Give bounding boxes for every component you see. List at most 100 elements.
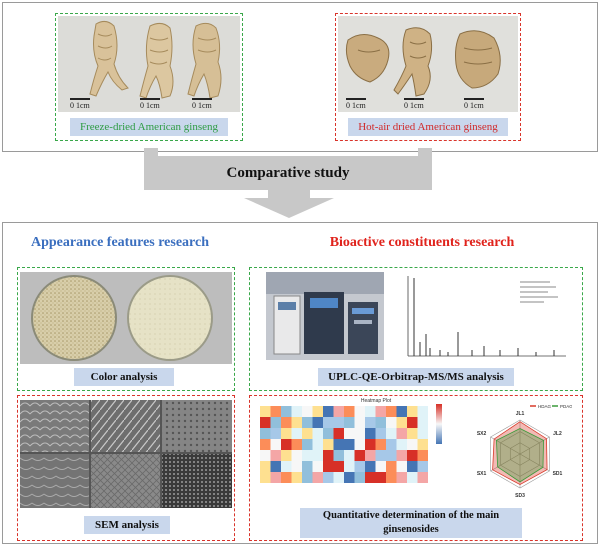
heatmap-cell	[386, 450, 397, 461]
heatmap-cell	[396, 450, 407, 461]
heatmap-cell	[323, 439, 334, 450]
heatmap-cell	[354, 472, 365, 483]
radar-series-hdag	[492, 421, 548, 486]
heatmap-cell	[354, 428, 365, 439]
sem-analysis-box: SEM analysis	[17, 395, 235, 541]
heatmap-cell	[291, 461, 302, 472]
scale-bar-3	[192, 98, 212, 100]
top-panel: 0 1cm 0 1cm 0 1cm Freeze-dried American …	[2, 2, 598, 152]
heatmap-cell	[312, 450, 323, 461]
color-analysis-box: Color analysis	[17, 267, 235, 391]
quantitative-label: Quantitative determination of the main g…	[300, 508, 522, 538]
heatmap-cell	[323, 428, 334, 439]
heatmap-cell	[344, 450, 355, 461]
radar-spoke	[490, 436, 521, 455]
heatmap-cell	[417, 428, 428, 439]
heatmap-cell	[417, 439, 428, 450]
radar-legend-label: PDAG	[560, 404, 572, 409]
heatmap-cell	[375, 406, 386, 417]
heatmap-cell	[270, 428, 281, 439]
heatmap-cell	[281, 450, 292, 461]
heatmap-cell	[344, 461, 355, 472]
heatmap-cell	[302, 417, 313, 428]
appearance-heading: Appearance features research	[30, 235, 210, 250]
heatmap-cell	[344, 406, 355, 417]
heatmap-cell	[375, 472, 386, 483]
heatmap-cell	[407, 417, 418, 428]
heatmap-title: Heatmap Plot	[360, 398, 392, 404]
hot-air-dried-label: Hot-air dried American ginseng	[348, 118, 508, 136]
heatmap-cell	[312, 406, 323, 417]
heatmap-cell	[291, 472, 302, 483]
heatmap-cell	[281, 417, 292, 428]
comparative-arrow	[144, 148, 432, 218]
ms-spectrum	[407, 276, 566, 357]
heatmap-cell	[333, 472, 344, 483]
instrument-photo	[266, 272, 384, 360]
heatmap-cell	[302, 428, 313, 439]
heatmap-cell	[407, 461, 418, 472]
heatmap-cell	[333, 439, 344, 450]
heatmap-cell	[407, 428, 418, 439]
heatmap-cell	[375, 417, 386, 428]
heatmap-cell	[281, 406, 292, 417]
heatmap-cell	[333, 428, 344, 439]
heatmap-cell	[291, 450, 302, 461]
heatmap-cell	[323, 406, 334, 417]
freeze-dried-ginseng-image	[58, 16, 240, 112]
heatmap-cell	[270, 472, 281, 483]
heatmap-cell	[270, 417, 281, 428]
heatmap-cell	[333, 406, 344, 417]
uplc-analysis-box: UPLC-QE-Orbitrap-MS/MS analysis	[249, 267, 583, 391]
heatmap-cell	[407, 406, 418, 417]
radar-legend-label: HDAG	[538, 404, 552, 409]
heatmap-cell	[417, 417, 428, 428]
heatmap-cell	[333, 461, 344, 472]
heatmap-cell	[312, 417, 323, 428]
heatmap-cell	[354, 406, 365, 417]
bioactive-heading: Bioactive constituents research	[329, 235, 515, 250]
heatmap-cell	[375, 428, 386, 439]
heatmap-cell	[291, 406, 302, 417]
heatmap-cell	[354, 439, 365, 450]
heatmap-cell	[344, 439, 355, 450]
heatmap-cell	[365, 428, 376, 439]
heatmap-cell	[407, 472, 418, 483]
heatmap-cell	[270, 450, 281, 461]
heatmap-cell	[375, 439, 386, 450]
heatmap-cell	[344, 428, 355, 439]
heatmap-cell	[302, 450, 313, 461]
heatmap-cell	[323, 461, 334, 472]
heatmap-cell	[291, 417, 302, 428]
radar-spoke	[519, 453, 550, 472]
heatmap-cell	[281, 472, 292, 483]
scale-bar-4	[346, 98, 366, 100]
heatmap-cell	[302, 461, 313, 472]
heatmap-cell	[354, 461, 365, 472]
radar-axis-label: SX1	[477, 471, 487, 477]
heatmap-cell	[260, 439, 271, 450]
heatmap-cell	[260, 472, 271, 483]
heatmap-cell	[323, 417, 334, 428]
heatmap-cell	[302, 439, 313, 450]
heatmap-cell	[260, 461, 271, 472]
heatmap-colorbar	[436, 404, 442, 444]
comparative-study-label: Comparative study	[226, 165, 350, 181]
sem-analysis-label: SEM analysis	[84, 516, 170, 534]
heatmap-cell	[417, 461, 428, 472]
heatmap-cell	[386, 417, 397, 428]
heatmap-cell	[260, 450, 271, 461]
heatmap-cell	[386, 428, 397, 439]
heatmap-cell	[312, 439, 323, 450]
heatmap-cell	[323, 450, 334, 461]
scale-bar-6	[464, 98, 484, 100]
uplc-label: UPLC-QE-Orbitrap-MS/MS analysis	[318, 368, 514, 386]
heatmap-cell	[302, 472, 313, 483]
sem-image-grid	[20, 400, 232, 508]
hot-air-dried-box: 0 1cm 0 1cm 0 1cm Hot-air dried American…	[335, 13, 521, 141]
radar-axis-label: SD1	[553, 471, 563, 477]
radar-axis-label: SD3	[515, 493, 525, 499]
heatmap-cell	[386, 406, 397, 417]
heatmap-cell	[260, 406, 271, 417]
